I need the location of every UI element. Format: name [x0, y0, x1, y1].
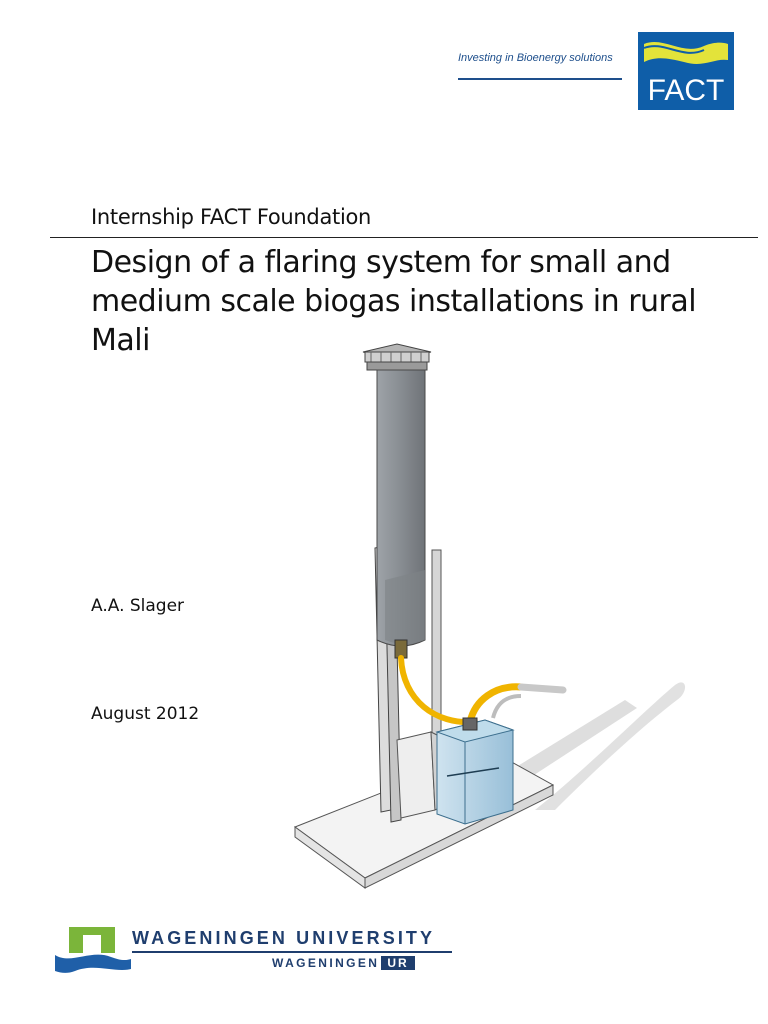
- publication-date: August 2012: [91, 704, 200, 724]
- author: A.A. Slager: [91, 596, 185, 616]
- tagline-underline: [458, 78, 622, 80]
- document-title: Design of a flaring system for small and…: [91, 245, 697, 358]
- flaring-system-illustration: [293, 343, 686, 889]
- wageningen-ur-prefix: WAGENINGEN: [272, 956, 380, 970]
- wageningen-logo-icon: [55, 927, 131, 973]
- fact-logo-text: FACT: [647, 74, 725, 107]
- title-divider: [50, 237, 758, 238]
- fact-wave-icon: [643, 42, 728, 64]
- document-subtitle: Internship FACT Foundation: [91, 205, 372, 229]
- wageningen-ur-wordmark: WAGENINGEN UR: [272, 955, 415, 971]
- fact-logo: FACT: [638, 32, 734, 110]
- university-name: WAGENINGEN UNIVERSITY: [132, 928, 436, 948]
- tagline: Investing in Bioenergy solutions: [458, 52, 613, 64]
- university-underline: [132, 951, 452, 953]
- wageningen-ur-badge: UR: [381, 956, 415, 970]
